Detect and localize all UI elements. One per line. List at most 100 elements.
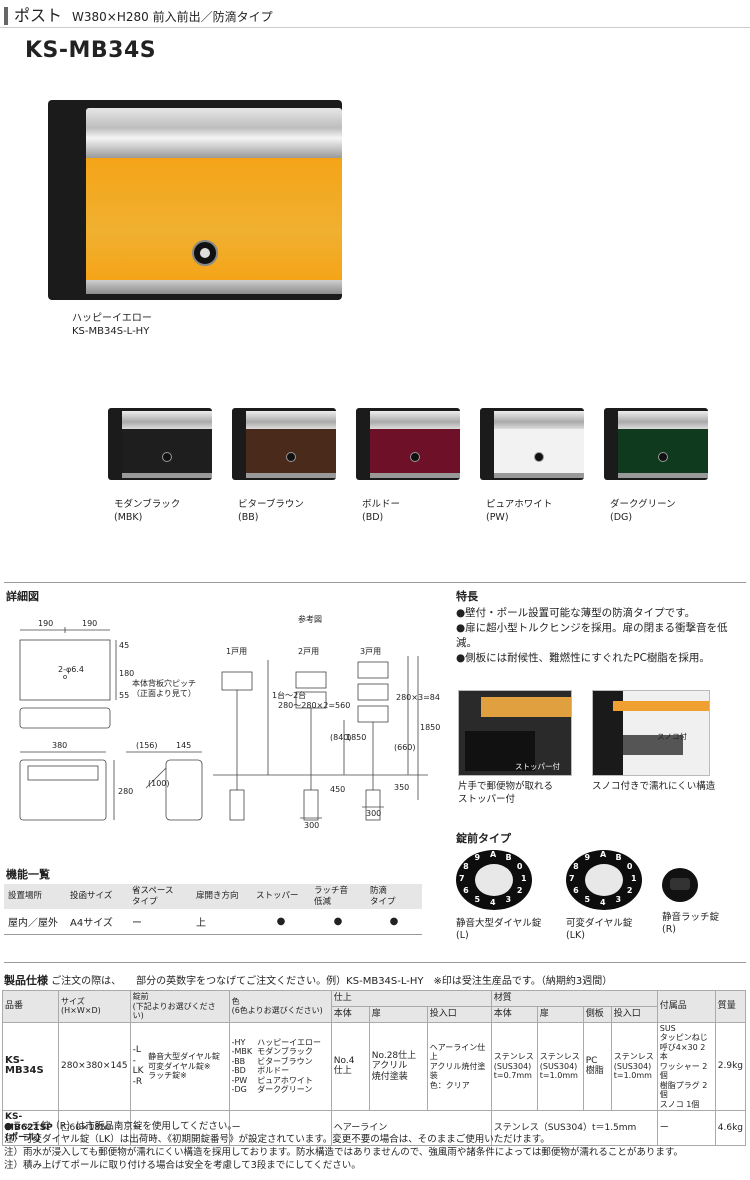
function-value: 上 <box>192 909 252 935</box>
color-variant: ダークグリーン(DG) <box>604 408 708 524</box>
pole-h660: (660) <box>394 743 416 752</box>
sunoko-label: スノコ付 <box>657 732 687 741</box>
function-header: 防滴 タイプ <box>366 884 422 909</box>
variant-code: (BB) <box>238 512 259 523</box>
dial-digit: B <box>505 853 512 863</box>
dial-digit: 4 <box>490 898 496 907</box>
variant-name: ボルドー <box>362 499 401 510</box>
pole-h840: (840) <box>330 733 352 742</box>
dial-digit: 9 <box>474 853 481 863</box>
variant-name: ビターブラウン <box>238 499 304 510</box>
th-color: 色 (6色よりお選びください) <box>228 990 332 1023</box>
hero-product-image <box>48 100 342 300</box>
functions-heading: 機能一覧 <box>6 868 50 881</box>
td-pole-item: KS-MB621SP (ポール) <box>2 1110 59 1146</box>
function-header: 設置場所 <box>4 884 66 909</box>
pole1-mailbox <box>221 671 253 691</box>
stopper-label: ストッパー付 <box>515 762 560 771</box>
th-item: 品番 <box>2 990 59 1023</box>
dim-45: 45 <box>119 641 129 650</box>
mailbox-lid <box>86 108 342 158</box>
hole-note-1: 本体背板穴ピッチ <box>132 678 196 688</box>
dial-lock-icon <box>162 452 172 462</box>
side-view-outline <box>165 759 203 821</box>
variant-name: ピュアホワイト <box>486 499 553 510</box>
note-line: 注）可変ダイヤル錠（LK）は出荷時、《初期開錠番号》が設定されています。変更不要… <box>4 1134 550 1145</box>
td-accessories: SUS タッピンねじ 呼び4×30 2本 ワッシャー 2個 樹脂プラグ 2個 ス… <box>656 1021 716 1111</box>
latch-lock-icon <box>662 868 698 902</box>
function-header: ラッチ音 低減 <box>310 884 366 909</box>
function-value: ● <box>310 909 366 935</box>
dial-lock-icon <box>192 240 218 266</box>
sunoko-photo: スノコ付 <box>592 690 710 776</box>
function-header: ストッパー <box>252 884 310 909</box>
function-value: ● <box>366 909 422 935</box>
pole-h1: 1台～2台 <box>272 690 306 700</box>
pole-h2: 280～280×2=560 <box>278 701 350 710</box>
dial-digit: 5 <box>474 894 481 904</box>
dial-digit: A <box>490 850 497 859</box>
td-pole-size: □60×1850 <box>58 1110 131 1146</box>
td-pole-material: ステンレス（SUS304）t＝1.5mm <box>490 1110 658 1146</box>
dial-digit: 9 <box>584 853 591 863</box>
th-mat-slot: 投入口 <box>610 1005 658 1023</box>
dial-lock-icon <box>410 452 420 462</box>
td-mat-body: ステンレス (SUS304) t=0.7mm <box>490 1021 538 1111</box>
dim-280: 280 <box>118 787 133 796</box>
function-value: A4サイズ <box>66 909 128 935</box>
td-pole-weight: 4.6kg <box>714 1110 747 1146</box>
spec-title: 製品仕様 <box>4 974 48 987</box>
dim-100: (100) <box>148 779 170 788</box>
variant-code: (PW) <box>486 512 509 523</box>
color-variant: ボルドー(BD) <box>356 408 460 524</box>
th-material: 材質 <box>490 990 658 1007</box>
td-color-codes: -HY -MBK -BB -BD -PW -DG <box>228 1021 256 1111</box>
function-header: 扉開き方向 <box>192 884 252 909</box>
dial-digit: 6 <box>463 886 469 895</box>
td-lock-names: 静音大型ダイヤル錠 可変ダイヤル錠※ ラッチ錠※ <box>146 1021 230 1111</box>
dial-digit: 2 <box>516 886 523 895</box>
divider <box>448 582 746 583</box>
variant-mailbox-image <box>604 408 708 480</box>
back-view-outline <box>19 639 111 701</box>
td-size: 280×380×145 <box>58 1021 131 1111</box>
td-weight: 2.9kg <box>714 1021 747 1111</box>
dial-digit: 4 <box>600 898 606 907</box>
function-table: 設置場所投函サイズ省スペース タイプ扉開き方向ストッパーラッチ音 低減防滴 タイ… <box>4 884 422 935</box>
dial-digit: 2 <box>626 886 633 895</box>
dial-digit: 3 <box>505 894 512 904</box>
function-value: 屋内／屋外 <box>4 909 66 935</box>
th-finish: 仕上 <box>330 990 492 1007</box>
dial-digit: 7 <box>569 874 575 883</box>
dim-55: 55 <box>119 691 129 700</box>
header-accent <box>4 7 8 25</box>
dim-190a: 190 <box>38 619 53 628</box>
variant-name: ダークグリーン <box>610 499 676 510</box>
color-variant: ビターブラウン (BB) <box>232 408 336 524</box>
variant-mailbox-image <box>480 408 584 480</box>
hero-caption: ハッピーイエロー KS-MB34S-L-HY <box>72 312 152 338</box>
hole-note-2: （正面より見て） <box>132 689 196 698</box>
stopper-caption-line: ストッパー付 <box>458 794 516 805</box>
dial-digit: 0 <box>516 862 523 871</box>
lock-code: (L) <box>456 930 469 941</box>
pole-h1850a: 1850 <box>346 733 366 742</box>
dial-lock-icon <box>286 452 296 462</box>
header-bar: ポスト W380×H280 前入前出／防滴タイプ <box>0 4 750 28</box>
dial-lock-icon <box>534 452 544 462</box>
td-lock-codes: -L -LK -R <box>129 1021 147 1111</box>
stopper-caption-line: 片手で郵便物が取れる <box>458 781 554 792</box>
td-color-names: ハッピーイエロー モダンブラック ビターブラウン ボルドー ピュアホワイト ダー… <box>255 1021 332 1111</box>
th-mat-body: 本体 <box>490 1005 538 1023</box>
pole-h450: 450 <box>330 785 345 794</box>
function-value: ● <box>252 909 310 935</box>
th-finish-body: 本体 <box>330 1005 370 1023</box>
dial-lock-icon <box>658 452 668 462</box>
reference-label: 参考図 <box>298 614 322 624</box>
lock-name: 静音大型ダイヤル錠 <box>456 918 542 929</box>
lock-code: (R) <box>662 924 677 935</box>
notes: ●ラッチ錠（R）は市販品南京錠を使用してください。 注）可変ダイヤル錠（LK）は… <box>4 1120 683 1172</box>
th-weight: 質量 <box>714 990 747 1023</box>
th-finish-door: 扉 <box>368 1005 428 1023</box>
